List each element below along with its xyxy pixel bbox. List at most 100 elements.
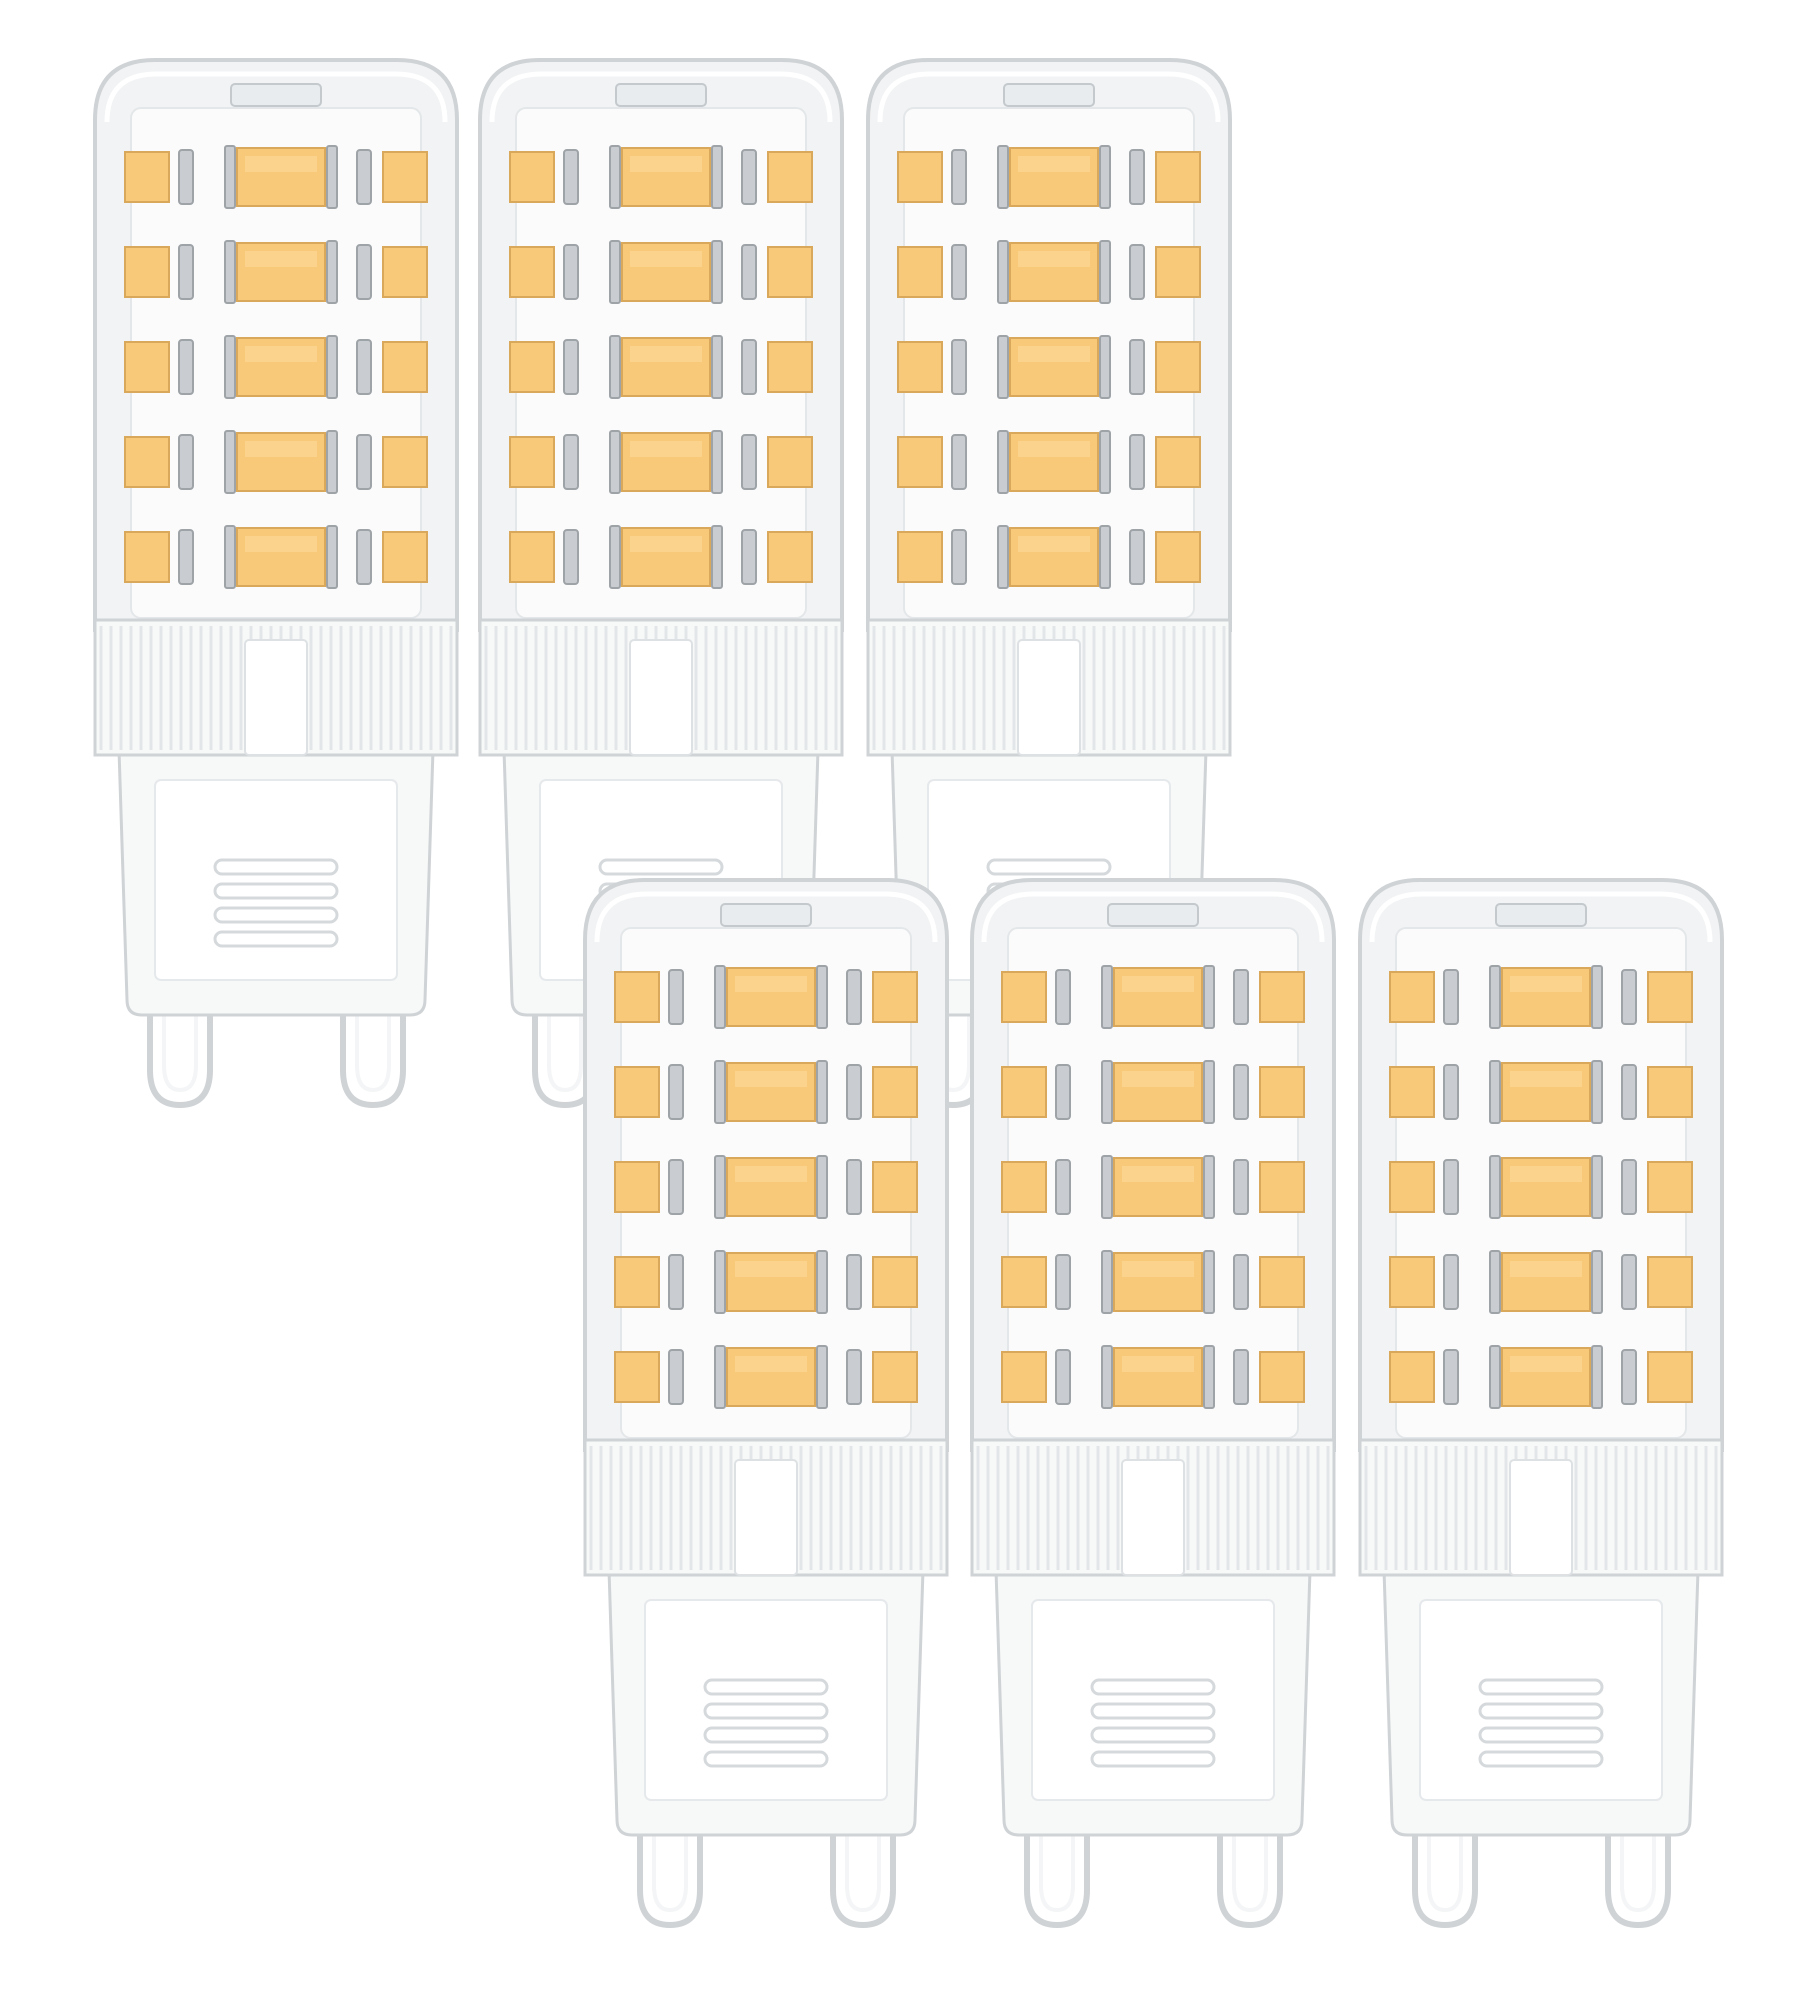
led-highlight xyxy=(735,976,807,992)
solder-pad xyxy=(326,240,338,304)
solder-pad xyxy=(997,525,1009,589)
solder-pad xyxy=(1055,1159,1071,1215)
solder-pad xyxy=(178,434,194,490)
pin xyxy=(1412,1780,1478,1929)
solder-pad xyxy=(178,339,194,395)
led-chip xyxy=(614,1161,660,1213)
grip-line xyxy=(213,858,339,876)
led-chip xyxy=(872,1066,918,1118)
led-chip xyxy=(1259,971,1305,1023)
led-highlight xyxy=(1018,441,1090,457)
led-chip xyxy=(509,531,555,583)
pin xyxy=(1605,1780,1671,1929)
solder-pad xyxy=(326,145,338,209)
led-highlight xyxy=(630,536,702,552)
base-panel xyxy=(1419,1599,1663,1801)
solder-pad xyxy=(563,244,579,300)
solder-pad xyxy=(563,434,579,490)
g9-bulb xyxy=(583,878,949,1929)
led-chip xyxy=(767,246,813,298)
led-chip xyxy=(897,151,943,203)
shell-highlight xyxy=(594,891,938,943)
solder-pad xyxy=(997,240,1009,304)
solder-pad xyxy=(563,149,579,205)
solder-pad xyxy=(224,335,236,399)
led-chip xyxy=(509,436,555,488)
led-chip xyxy=(1389,971,1435,1023)
pin-inner xyxy=(845,1780,881,1913)
led-highlight xyxy=(1018,346,1090,362)
collar-notch xyxy=(629,639,693,756)
solder-pad xyxy=(1621,1159,1637,1215)
solder-pad xyxy=(609,145,621,209)
led-chip xyxy=(1389,1161,1435,1213)
solder-pad xyxy=(1489,965,1501,1029)
solder-pad xyxy=(1055,1349,1071,1405)
led-highlight xyxy=(630,441,702,457)
led-highlight xyxy=(1510,1356,1582,1372)
top-tab xyxy=(1495,903,1587,927)
solder-pad xyxy=(711,430,723,494)
led-chip xyxy=(1155,151,1201,203)
led-chip xyxy=(1647,971,1693,1023)
solder-pad xyxy=(224,430,236,494)
solder-pad xyxy=(816,1345,828,1409)
collar-notch xyxy=(734,1459,798,1576)
led-chip xyxy=(1001,1066,1047,1118)
g9-bulb xyxy=(93,58,459,1109)
pin xyxy=(830,1780,896,1929)
led-chip xyxy=(767,341,813,393)
led-chip xyxy=(509,246,555,298)
solder-pad xyxy=(951,434,967,490)
solder-pad xyxy=(1203,1155,1215,1219)
led-highlight xyxy=(1510,1166,1582,1182)
led-chip xyxy=(614,1256,660,1308)
led-chip xyxy=(382,341,428,393)
led-chip xyxy=(1001,971,1047,1023)
grip-line xyxy=(1090,1702,1216,1720)
solder-pad xyxy=(1591,1060,1603,1124)
solder-pad xyxy=(1055,1064,1071,1120)
solder-pad xyxy=(816,1155,828,1219)
collar-notch xyxy=(1121,1459,1185,1576)
grip-line xyxy=(598,858,724,876)
led-highlight xyxy=(245,441,317,457)
solder-pad xyxy=(1129,434,1145,490)
led-chip xyxy=(509,151,555,203)
grip-line xyxy=(1478,1750,1604,1768)
led-highlight xyxy=(245,536,317,552)
led-chip xyxy=(1001,1351,1047,1403)
led-chip xyxy=(1155,246,1201,298)
shell-highlight xyxy=(981,891,1325,943)
led-highlight xyxy=(1510,976,1582,992)
grip-line xyxy=(703,1678,829,1696)
solder-pad xyxy=(1203,1060,1215,1124)
solder-pad xyxy=(668,1064,684,1120)
solder-pad xyxy=(1621,1254,1637,1310)
solder-pad xyxy=(668,969,684,1025)
solder-pad xyxy=(741,434,757,490)
solder-pad xyxy=(1129,529,1145,585)
solder-pad xyxy=(951,339,967,395)
led-highlight xyxy=(1018,251,1090,267)
led-highlight xyxy=(1122,1071,1194,1087)
led-chip xyxy=(767,151,813,203)
led-chip xyxy=(872,1351,918,1403)
grip-line xyxy=(213,906,339,924)
pin-inner xyxy=(1039,1780,1075,1913)
solder-pad xyxy=(609,430,621,494)
g9-bulb xyxy=(478,58,844,1109)
led-chip xyxy=(1155,531,1201,583)
solder-pad xyxy=(1489,1250,1501,1314)
solder-pad xyxy=(1443,969,1459,1025)
solder-pad xyxy=(741,529,757,585)
led-highlight xyxy=(630,346,702,362)
solder-pad xyxy=(1621,1064,1637,1120)
solder-pad xyxy=(668,1254,684,1310)
led-chip xyxy=(767,436,813,488)
solder-pad xyxy=(326,430,338,494)
led-highlight xyxy=(1018,156,1090,172)
led-chip xyxy=(382,151,428,203)
solder-pad xyxy=(711,335,723,399)
solder-pad xyxy=(714,1250,726,1314)
